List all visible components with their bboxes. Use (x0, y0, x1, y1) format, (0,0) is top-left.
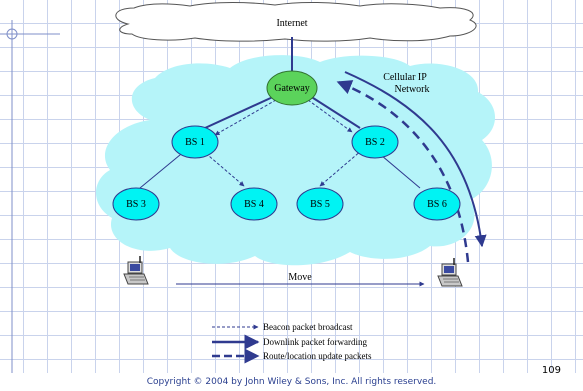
gateway-node: Gateway (266, 70, 318, 106)
internet-label: Internet (276, 18, 307, 29)
legend-downlink-label: Downlink packet forwarding (263, 337, 367, 347)
page-number: 109 (541, 365, 561, 376)
bs5-node: BS 5 (296, 187, 344, 221)
bs6-node: BS 6 (413, 187, 461, 221)
bs6-label: BS 6 (427, 199, 447, 210)
laptop-icon (437, 258, 463, 287)
network-label-line1: Cellular IP (383, 72, 427, 83)
bs1-node: BS 1 (171, 125, 219, 159)
bs4-node: BS 4 (230, 187, 278, 221)
legend: Beacon packet broadcast Downlink packet … (212, 322, 372, 364)
slide-decoration (0, 20, 60, 373)
route-update-path (336, 80, 470, 263)
bs2-label: BS 2 (365, 137, 385, 148)
network-label-line2: Network (395, 84, 430, 95)
bs2-node: BS 2 (351, 125, 399, 159)
copyright-footer: Copyright © 2004 by John Wiley & Sons, I… (0, 373, 583, 391)
gateway-label: Gateway (274, 83, 310, 94)
bs3-node: BS 3 (112, 187, 160, 221)
bs4-label: BS 4 (244, 199, 264, 210)
beacon-links (201, 99, 363, 187)
legend-beacon-label: Beacon packet broadcast (263, 322, 353, 332)
legend-route-label: Route/location update packets (263, 351, 372, 361)
downlink-path (344, 71, 487, 248)
bs5-label: BS 5 (310, 199, 330, 210)
internet-cloud: Internet (115, 1, 477, 42)
bs1-label: BS 1 (185, 137, 205, 148)
network-cloud (96, 55, 496, 266)
bs3-label: BS 3 (126, 199, 146, 210)
move-label: Move (288, 272, 312, 283)
laptop-icon (123, 256, 149, 285)
